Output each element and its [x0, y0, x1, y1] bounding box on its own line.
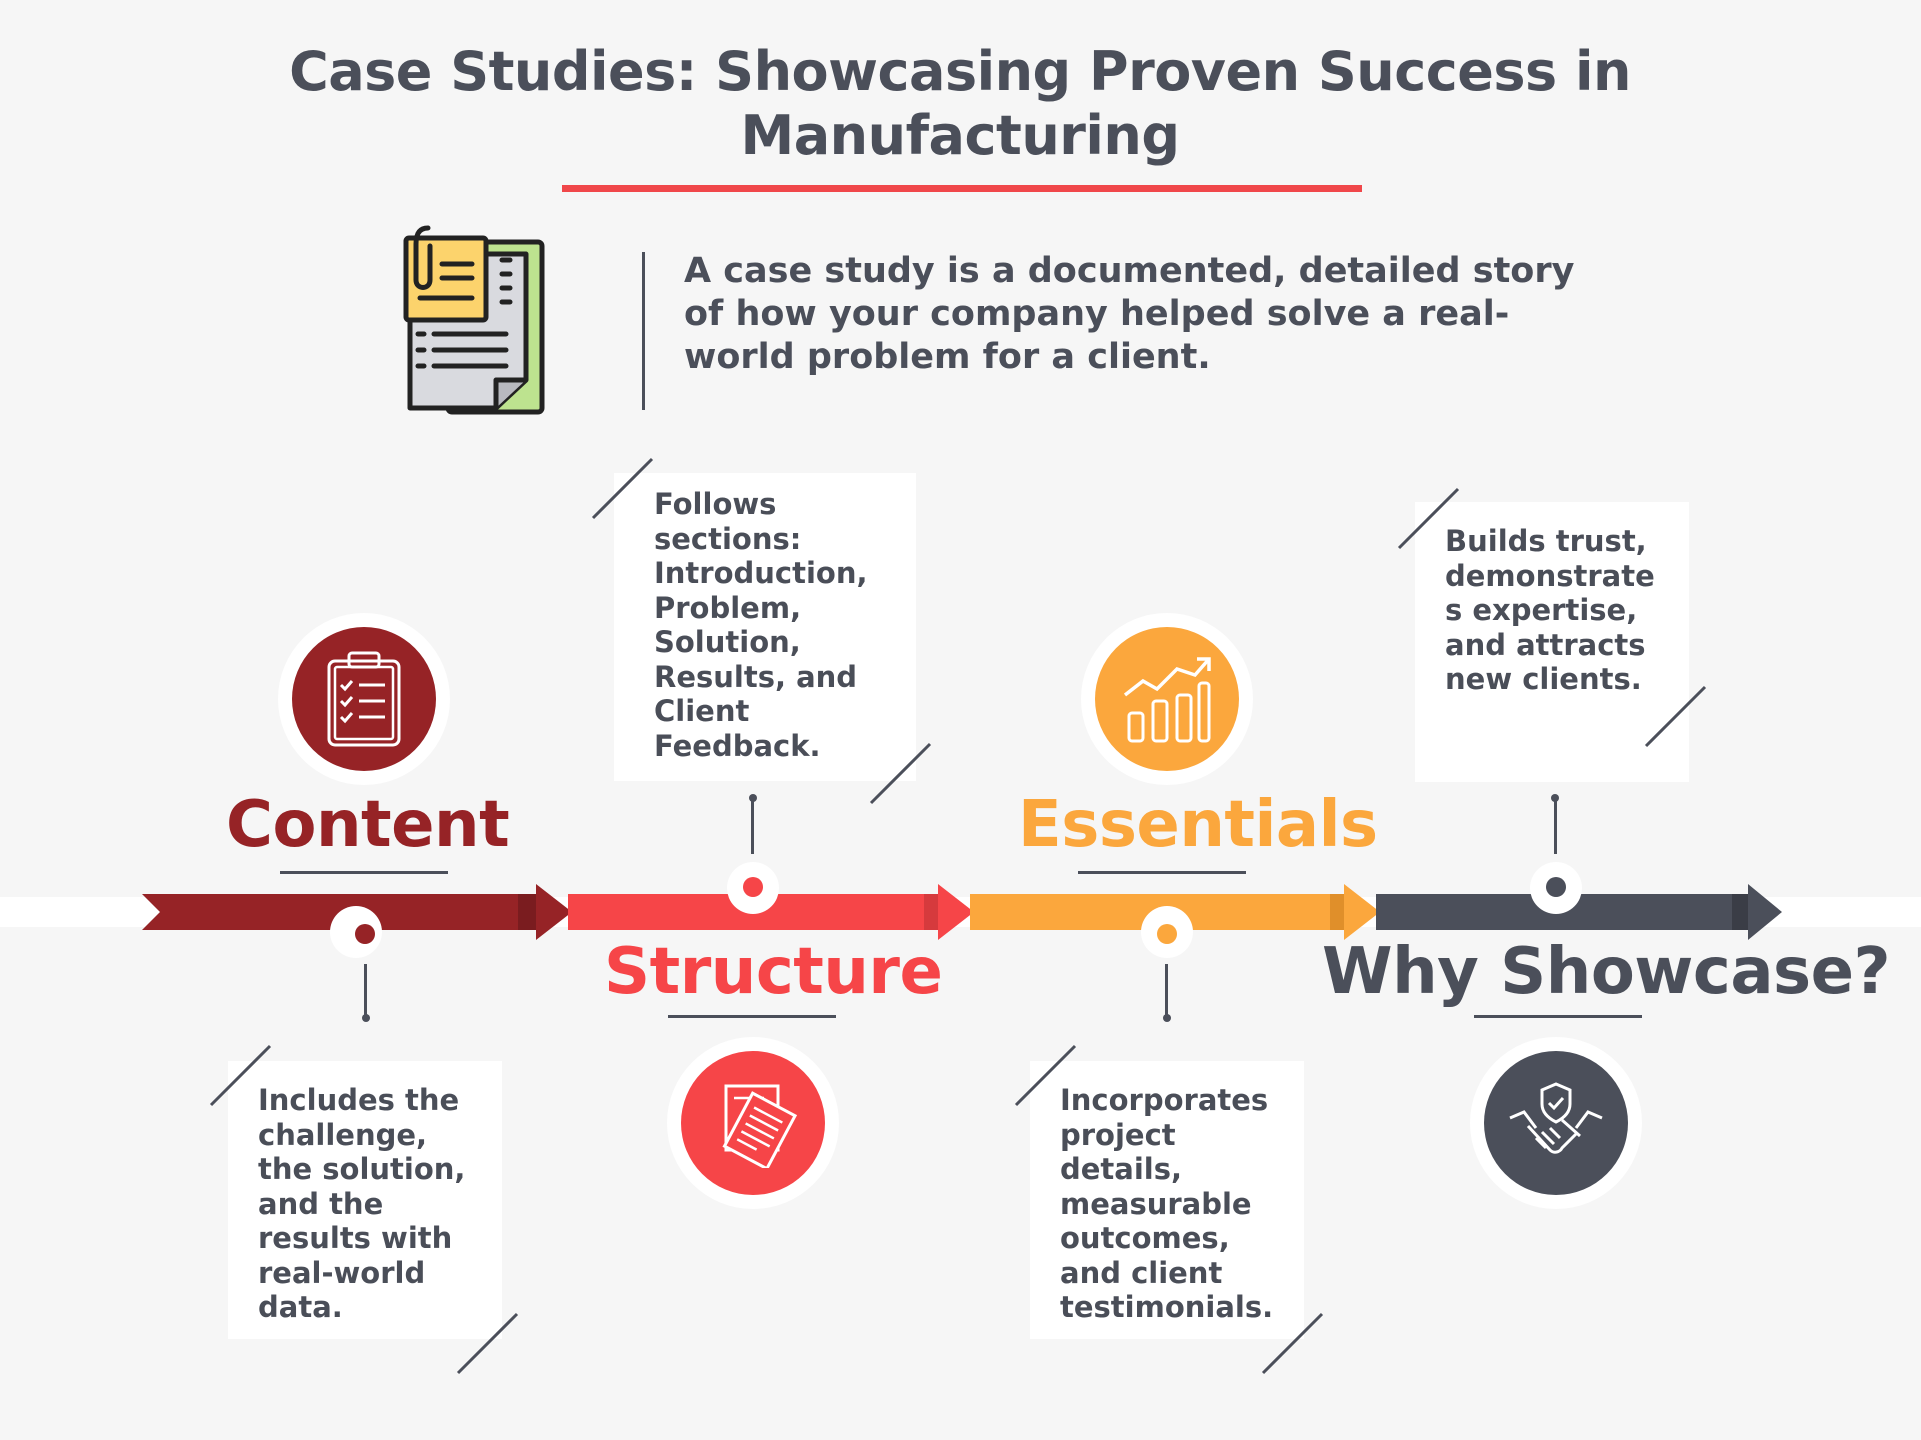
- content-stem-end: [362, 1014, 370, 1022]
- handshake-shield-icon: [1509, 1082, 1603, 1154]
- structure-line: Feedback.: [654, 728, 821, 763]
- structure-line: Follows: [654, 487, 777, 521]
- content-underline: [280, 871, 448, 874]
- clipboard-checklist-icon: [327, 651, 401, 747]
- structure-line: Introduction,: [654, 556, 868, 590]
- stage-label-essentials: Essentials: [1018, 788, 1378, 862]
- structure-stem: [751, 796, 754, 854]
- documents-icon: [722, 1084, 798, 1168]
- why-line: new clients.: [1445, 662, 1642, 696]
- intro-text: A case study is a documented, detailed s…: [684, 251, 1575, 377]
- growth-chart-icon: [1123, 657, 1211, 743]
- why-line: demonstrate: [1445, 558, 1655, 593]
- timeline-segment-why: [1376, 884, 1782, 940]
- essentials-line: project: [1060, 1117, 1176, 1152]
- content-line: data.: [258, 1290, 343, 1324]
- structure-line: sections:: [654, 521, 802, 556]
- structure-line: Results, and: [654, 659, 858, 694]
- case-study-document-icon: [403, 225, 545, 415]
- essentials-line: testimonials.: [1060, 1290, 1274, 1324]
- why-icon-circle: [1470, 1037, 1642, 1209]
- content-line: real-world: [258, 1255, 426, 1290]
- content-line: Includes the: [258, 1083, 460, 1117]
- why-line: Builds trust,: [1445, 524, 1647, 558]
- essentials-line: Incorporates: [1060, 1083, 1269, 1117]
- stage-label-content: Content: [226, 788, 510, 862]
- essentials-line: outcomes,: [1060, 1221, 1230, 1255]
- intro-divider: [642, 252, 645, 410]
- essentials-stem-end: [1163, 1014, 1171, 1022]
- stage-label-why: Why Showcase?: [1322, 935, 1891, 1009]
- timeline-segment-structure: [568, 884, 974, 940]
- structure-line: Solution,: [654, 625, 801, 659]
- content-line: results with: [258, 1221, 453, 1255]
- why-dot: [1546, 877, 1566, 897]
- why-stem: [1554, 796, 1557, 854]
- essentials-dot: [1157, 924, 1177, 944]
- stage-label-structure: Structure: [604, 935, 943, 1009]
- essentials-icon-circle: [1081, 613, 1253, 785]
- content-line: challenge,: [258, 1117, 428, 1152]
- essentials-line: measurable: [1060, 1186, 1252, 1221]
- why-line: s expertise,: [1445, 593, 1638, 627]
- structure-line: Client: [654, 694, 750, 728]
- page-title: Case Studies: Showcasing Proven Success …: [289, 40, 1631, 167]
- structure-underline: [668, 1015, 836, 1018]
- essentials-underline: [1078, 871, 1246, 874]
- content-card: Includes the challenge, the solution, an…: [228, 1061, 502, 1339]
- content-line: the solution,: [258, 1152, 466, 1186]
- why-line: and attracts: [1445, 627, 1646, 662]
- content-icon-circle: [278, 613, 450, 785]
- why-underline: [1474, 1015, 1642, 1018]
- structure-line: Problem,: [654, 590, 802, 625]
- structure-dot: [743, 877, 763, 897]
- essentials-line: and client: [1060, 1255, 1223, 1290]
- why-card: Builds trust, demonstrate s expertise, a…: [1415, 502, 1689, 782]
- title-underline: [562, 185, 1362, 192]
- essentials-card: Incorporates project details, measurable…: [1030, 1061, 1304, 1339]
- essentials-line: details,: [1060, 1152, 1183, 1186]
- essentials-stem: [1165, 964, 1168, 1020]
- structure-icon-circle: [667, 1037, 839, 1209]
- content-dot: [355, 924, 375, 944]
- content-line: and the: [258, 1186, 384, 1221]
- content-stem: [364, 964, 367, 1020]
- structure-card: Follows sections: Introduction, Problem,…: [614, 473, 916, 781]
